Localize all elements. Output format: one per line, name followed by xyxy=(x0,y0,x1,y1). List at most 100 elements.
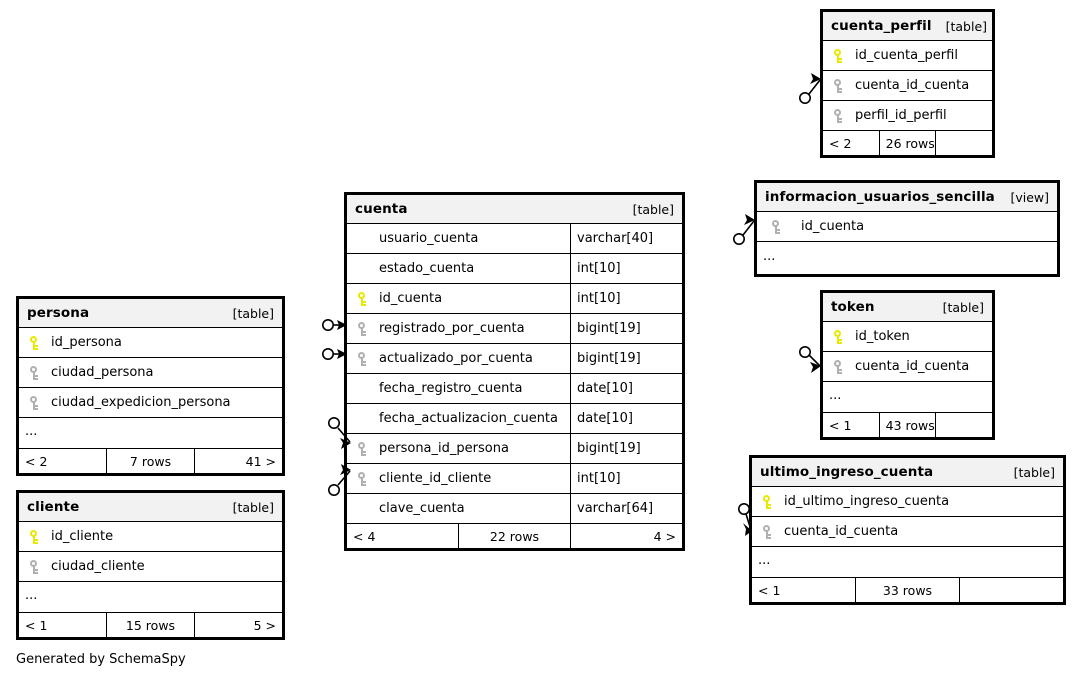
column-row[interactable]: id_ultimo_ingreso_cuenta xyxy=(751,486,1064,517)
foreign-key-icon xyxy=(831,108,849,124)
column-row[interactable]: fecha_actualizacion_cuenta date[10] xyxy=(346,403,683,434)
column-type: varchar[64] xyxy=(570,493,683,524)
parent-relations-count[interactable]: < 2 xyxy=(822,130,880,156)
column-name: cuenta_id_cuenta xyxy=(784,524,899,539)
entity-header-row: ultimo_ingreso_cuenta [table] xyxy=(751,457,1064,487)
relationship-connector-cuenta-perfil-cuenta-id-cuenta xyxy=(799,73,821,104)
column-row[interactable]: cuenta_id_cuenta xyxy=(822,351,993,382)
parent-relations-count[interactable]: < 2 xyxy=(18,448,107,474)
column-row[interactable]: registrado_por_cuenta bigint[19] xyxy=(346,313,683,344)
column-row[interactable]: id_persona xyxy=(18,327,283,358)
column-name: actualizado_por_cuenta xyxy=(379,351,533,366)
column-row[interactable]: fecha_registro_cuenta date[10] xyxy=(346,373,683,404)
child-relations-count[interactable] xyxy=(935,130,993,156)
column-name: perfil_id_perfil xyxy=(855,108,947,123)
ellipsis: ... xyxy=(18,417,283,449)
foreign-key-icon xyxy=(27,559,45,575)
column-row[interactable]: cuenta_id_cuenta xyxy=(751,516,1064,547)
column-type: date[10] xyxy=(570,373,683,404)
entity-kind: [view] xyxy=(1010,189,1049,205)
relationship-connector-token-cuenta-id-cuenta xyxy=(799,346,821,373)
column-name: registrado_por_cuenta xyxy=(379,321,525,336)
column-row[interactable]: ciudad_persona xyxy=(18,357,283,388)
foreign-key-icon xyxy=(765,219,783,235)
row-count: 22 rows xyxy=(458,523,571,549)
entity-persona[interactable]: persona [table] id_persona xyxy=(16,296,285,476)
column-row[interactable]: cliente_id_cliente int[10] xyxy=(346,463,683,494)
entity-token[interactable]: token [table] id_token xyxy=(820,290,995,440)
more-columns-row: ... xyxy=(756,241,1058,275)
column-row[interactable]: persona_id_persona bigint[19] xyxy=(346,433,683,464)
entity-ultimo-ingreso-cuenta[interactable]: ultimo_ingreso_cuenta [table] id_ultimo_… xyxy=(749,455,1066,605)
row-count: 26 rows xyxy=(878,130,937,156)
column-row[interactable]: ciudad_cliente xyxy=(18,551,283,582)
foreign-key-icon xyxy=(27,395,45,411)
relationship-connector-ultimo-ingreso-cuenta-id-cuenta xyxy=(738,503,752,536)
entity-title: token xyxy=(831,299,875,315)
foreign-key-icon xyxy=(355,471,373,487)
child-relations-count[interactable] xyxy=(959,577,1064,603)
column-row[interactable]: id_token xyxy=(822,321,993,352)
ellipsis: ... xyxy=(18,581,283,613)
column-row[interactable]: actualizado_por_cuenta bigint[19] xyxy=(346,343,683,374)
column-row[interactable]: usuario_cuenta varchar[40] xyxy=(346,223,683,254)
entity-kind: [table] xyxy=(945,18,988,34)
column-row[interactable]: clave_cuenta varchar[64] xyxy=(346,493,683,524)
entity-kind: [table] xyxy=(1013,464,1055,480)
more-columns-row: ... xyxy=(18,581,283,613)
no-key-icon xyxy=(355,411,373,427)
column-row[interactable]: cuenta_id_cuenta xyxy=(822,70,993,101)
entity-title: persona xyxy=(27,305,90,321)
column-type: varchar[40] xyxy=(570,223,683,254)
entity-informacion-usuarios-sencilla[interactable]: informacion_usuarios_sencilla [view] id_… xyxy=(754,180,1060,277)
column-name: ciudad_persona xyxy=(51,365,154,380)
parent-relations-count[interactable]: < 1 xyxy=(18,612,107,638)
relationship-connector-cliente-id-cliente xyxy=(328,464,351,496)
ellipsis: ... xyxy=(822,381,993,413)
column-row[interactable]: ciudad_expedicion_persona xyxy=(18,387,283,418)
no-key-icon xyxy=(355,261,373,277)
entity-kind: [table] xyxy=(632,201,674,217)
more-columns-row: ... xyxy=(18,417,283,449)
column-name: cliente_id_cliente xyxy=(379,471,492,486)
entity-footer-row: < 2 26 rows xyxy=(822,130,993,156)
child-relations-count[interactable]: 41 > xyxy=(194,448,283,474)
relationship-connector-registrado-por-cuenta xyxy=(322,319,347,331)
column-name: persona_id_persona xyxy=(379,441,509,456)
primary-key-icon xyxy=(831,48,849,64)
child-relations-count[interactable]: 5 > xyxy=(194,612,283,638)
column-type: bigint[19] xyxy=(570,343,683,374)
child-relations-count[interactable] xyxy=(935,412,993,438)
column-name: ciudad_cliente xyxy=(51,559,145,574)
parent-relations-count[interactable]: < 4 xyxy=(346,523,459,549)
relationship-connector-actualizado-por-cuenta xyxy=(322,348,347,360)
entity-header-row: cuenta [table] xyxy=(346,194,683,224)
child-relations-count[interactable]: 4 > xyxy=(570,523,683,549)
column-row[interactable]: perfil_id_perfil xyxy=(822,100,993,131)
parent-relations-count[interactable]: < 1 xyxy=(751,577,856,603)
no-key-icon xyxy=(355,501,373,517)
primary-key-icon xyxy=(355,291,373,307)
column-row[interactable]: id_cuenta int[10] xyxy=(346,283,683,314)
entity-kind: [table] xyxy=(232,499,274,515)
column-name: id_cliente xyxy=(51,529,114,544)
column-row[interactable]: estado_cuenta int[10] xyxy=(346,253,683,284)
column-row[interactable]: id_cliente xyxy=(18,521,283,552)
entity-header-row: token [table] xyxy=(822,292,993,322)
relationship-connector-informacion-usuarios-id-cuenta xyxy=(733,214,755,245)
row-count: 43 rows xyxy=(878,412,937,438)
entity-cuenta-perfil[interactable]: cuenta_perfil [table] id_cuenta_perfil xyxy=(820,9,995,158)
column-row[interactable]: id_cuenta xyxy=(756,211,1058,242)
column-name: id_ultimo_ingreso_cuenta xyxy=(784,494,950,509)
entity-kind: [table] xyxy=(942,299,984,315)
parent-relations-count[interactable]: < 1 xyxy=(822,412,880,438)
entity-cuenta[interactable]: cuenta [table] usuario_cuenta varchar[40… xyxy=(344,192,685,551)
foreign-key-icon xyxy=(355,321,373,337)
primary-key-icon xyxy=(27,335,45,351)
foreign-key-icon xyxy=(831,359,849,375)
entity-cliente[interactable]: cliente [table] id_cliente xyxy=(16,490,285,640)
column-row[interactable]: id_cuenta_perfil xyxy=(822,40,993,71)
entity-title: cliente xyxy=(27,499,80,515)
column-name: fecha_registro_cuenta xyxy=(379,381,523,396)
column-type: int[10] xyxy=(570,253,683,284)
